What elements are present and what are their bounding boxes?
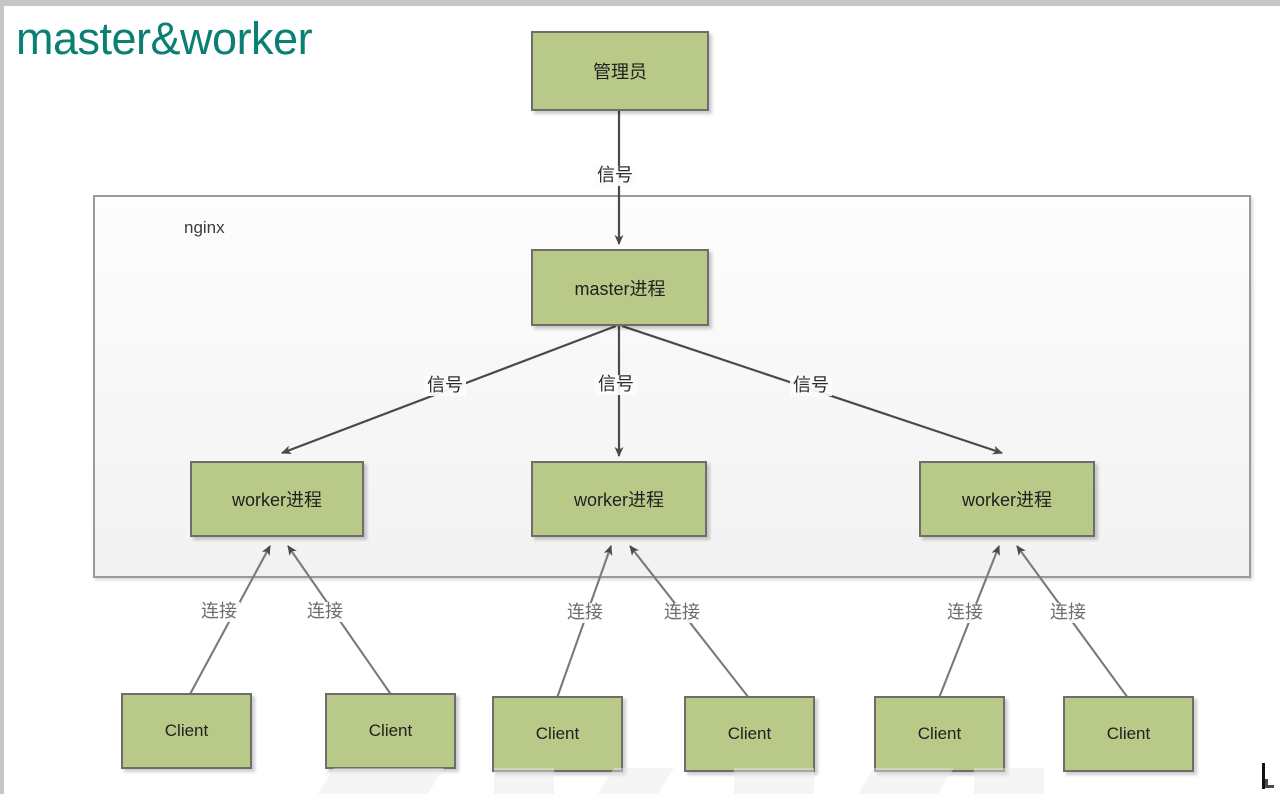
node-worker-process-1[interactable]: worker进程 <box>190 461 364 537</box>
edge-label-client-2-to-worker-1: 连接 <box>304 601 346 622</box>
edge-label-client-6-to-worker-3: 连接 <box>1047 602 1089 623</box>
node-admin-label: 管理员 <box>593 62 647 82</box>
edge-label-client-5-to-worker-3: 连接 <box>944 602 986 623</box>
node-client-3-label: Client <box>535 724 580 743</box>
node-client-5-label: Client <box>917 724 962 743</box>
edge-label-master-to-worker-2: 信号 <box>595 374 637 395</box>
node-worker-process-2[interactable]: worker进程 <box>531 461 707 537</box>
node-client-3[interactable]: Client <box>492 696 623 772</box>
node-client-6[interactable]: Client <box>1063 696 1194 772</box>
node-worker-process-2-label: worker进程 <box>573 490 664 510</box>
node-client-4[interactable]: Client <box>684 696 815 772</box>
node-admin[interactable]: 管理员 <box>531 31 709 111</box>
edge-label-client-1-to-worker-1: 连接 <box>198 601 240 622</box>
node-client-1-label: Client <box>164 721 209 740</box>
text-caret <box>1262 763 1265 789</box>
node-client-1[interactable]: Client <box>121 693 252 769</box>
node-worker-process-1-label: worker进程 <box>231 490 322 510</box>
node-worker-process-3-label: worker进程 <box>961 490 1052 510</box>
node-client-5[interactable]: Client <box>874 696 1005 772</box>
node-worker-process-3[interactable]: worker进程 <box>919 461 1095 537</box>
edge-label-client-4-to-worker-2: 连接 <box>661 602 703 623</box>
edge-label-admin-to-master: 信号 <box>594 165 636 186</box>
edge-label-master-to-worker-3: 信号 <box>790 375 832 396</box>
nginx-container-label: nginx <box>184 218 225 237</box>
node-client-2[interactable]: Client <box>325 693 456 769</box>
edge-label-master-to-worker-1: 信号 <box>424 375 466 396</box>
node-client-4-label: Client <box>727 724 772 743</box>
page-title: master&worker <box>16 13 313 64</box>
node-client-6-label: Client <box>1106 724 1151 743</box>
node-master-process[interactable]: master进程 <box>531 249 709 326</box>
edge-label-client-3-to-worker-2: 连接 <box>564 602 606 623</box>
node-master-process-label: master进程 <box>574 278 666 299</box>
text-caret-tail <box>1265 779 1274 788</box>
node-client-2-label: Client <box>368 721 413 740</box>
